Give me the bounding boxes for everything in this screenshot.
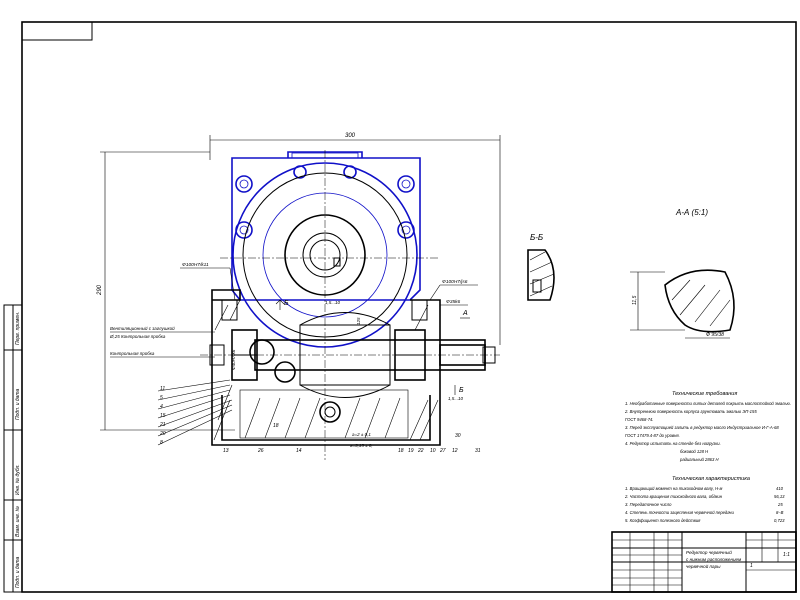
- part-30: 30: [455, 433, 461, 439]
- aa-height: 11,5: [632, 295, 638, 305]
- title-sheet: 1: [750, 563, 753, 569]
- char-value-2: 56,13: [774, 494, 785, 499]
- part-22: 22: [417, 448, 424, 454]
- technical-requirements: Технические требования 1. Необработанные…: [624, 391, 791, 462]
- part-numbers: 11 5 4 15 21 20 8 13 26 18 14 18 19 22 1…: [157, 379, 481, 454]
- title-block: Редуктор червячный с нижним расположение…: [611, 531, 797, 593]
- title-line-1: Редуктор червячный: [686, 549, 732, 555]
- part-18b: 18: [398, 448, 404, 454]
- part-15: 15: [160, 413, 166, 419]
- arrow-b-top: Б: [284, 300, 289, 307]
- char-value-3: 25: [777, 502, 783, 507]
- req-line-2: 2. Внутреннюю поверхность корпуса грунто…: [624, 409, 757, 414]
- top-left-stamp: [21, 21, 93, 41]
- part-18a: 18: [273, 423, 279, 429]
- fit-bore: Ф35k6: [446, 299, 461, 305]
- fit-right-top: Ф100Н7/js6: [442, 279, 468, 285]
- req-line-3: ГОСТ 9468-74.: [625, 417, 654, 422]
- title-line-3: червячной пары: [686, 563, 721, 569]
- center-dist: 125: [356, 317, 361, 325]
- part-27: 27: [439, 448, 446, 454]
- part-19: 19: [408, 448, 414, 454]
- req-value-2: радиальный 2863 Н: [679, 457, 720, 462]
- char-line-4: 4. Степень точности зацепления червячной…: [625, 510, 734, 515]
- dim-overall-width: 300: [345, 133, 356, 139]
- section-aa-title: А-А (5:1): [675, 208, 708, 217]
- req-title: Технические требования: [672, 391, 737, 397]
- part-21: 21: [159, 422, 166, 428]
- part-8: 8: [160, 440, 163, 446]
- part-10: 10: [430, 448, 436, 454]
- callout-inspection: Контрольная пробка: [110, 351, 155, 356]
- req-value-1: боковой 128 Н: [680, 449, 709, 454]
- axial-gap: 1,5...10: [325, 300, 341, 305]
- gap-bottom2: а=3,15 ± 0,: [350, 443, 373, 448]
- title-scale: 1:1: [783, 552, 790, 558]
- part-14: 14: [296, 448, 302, 454]
- dim-overall-height: 290: [97, 284, 103, 296]
- callout-inspection2: Ø,25 Контрольная пробка: [109, 334, 166, 339]
- part-26: 26: [257, 448, 264, 454]
- req-line-6: 4. Редуктор испытать на стенде без нагру…: [625, 441, 721, 446]
- part-13: 13: [223, 448, 229, 454]
- arrow-a: А: [462, 310, 468, 317]
- stamp-1: Перв. примен.: [15, 312, 21, 345]
- section-bb-title: Б-Б: [530, 233, 543, 242]
- side-stamp: Перв. примен. Подп. и дата Инв. № дубл. …: [3, 304, 23, 593]
- gap-right: 1,5...10: [448, 396, 464, 401]
- technical-characteristics: Техническая характеристика 1. Вращающий …: [624, 476, 785, 523]
- char-title: Техническая характеристика: [672, 476, 750, 482]
- dimension-callouts: Ф100Н7/k11 Ф100Н7/js6 Ф35k6 Ф40Н7/k6 125…: [109, 262, 478, 448]
- char-value-4: 8–В: [776, 510, 784, 515]
- char-line-1: 1. Вращающий момент на тихоходном валу, …: [625, 486, 722, 491]
- aa-fit: Ф 95/38: [706, 332, 724, 338]
- arrow-b-bottom: Б: [459, 387, 464, 394]
- char-line-2: 2. Частота вращения тихоходного вала, об…: [624, 494, 723, 499]
- part-12: 12: [452, 448, 458, 454]
- char-value-1: 410: [776, 486, 784, 491]
- stamp-3: Инв. № дубл.: [15, 464, 21, 495]
- main-view: 300 290: [97, 133, 501, 460]
- sheet-frame: [21, 21, 797, 593]
- section-bb: Б-Б: [527, 233, 555, 301]
- char-line-5: 5. Коэффициент полезного действия: [625, 518, 701, 523]
- fit-left-top: Ф100Н7/k11: [182, 262, 209, 268]
- callout-ventilation: Вентиляционный с заглушкой: [110, 325, 175, 331]
- part-4: 4: [160, 404, 163, 410]
- stamp-5: Подп. и дата: [15, 556, 21, 588]
- part-5: 5: [160, 395, 163, 401]
- char-value-5: 0,723: [774, 518, 785, 523]
- section-aa: А-А (5:1) 11,5 Ф 95/38: [630, 208, 735, 339]
- stamp-2: Подп. и дата: [15, 388, 21, 420]
- char-line-3: 3. Передаточное число: [625, 502, 672, 507]
- fit-shaft: Ф40Н7/k6: [231, 349, 236, 370]
- req-line-1: 1. Необработанные поверхности литых дета…: [625, 401, 791, 406]
- housing-outline: [231, 157, 421, 301]
- part-11: 11: [160, 386, 165, 392]
- stamp-4: Взам. инв. №: [15, 505, 21, 537]
- part-20: 20: [159, 431, 166, 437]
- title-line-2: с нижним расположением: [686, 557, 742, 562]
- req-line-5: ГОСТ 17479.4-87 до уровня.: [625, 433, 680, 438]
- req-line-4: 3. Перед эксплуатацией залить в редуктор…: [625, 425, 779, 430]
- gap-bottom: а=2 ± 0,1: [352, 432, 371, 437]
- part-31: 31: [475, 448, 481, 454]
